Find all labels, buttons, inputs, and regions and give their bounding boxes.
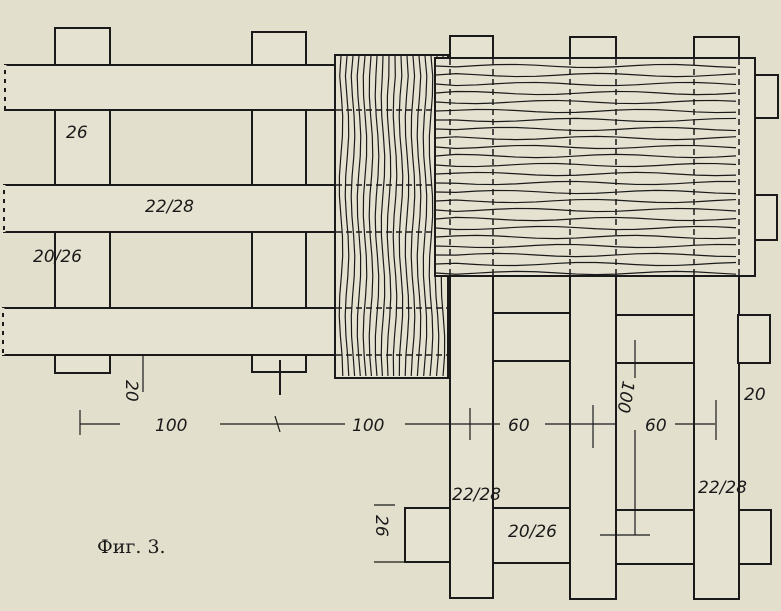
beam (2, 307, 344, 356)
wood-grain-line (435, 225, 737, 231)
left-beams (1, 64, 346, 356)
spacing-label: 100 (352, 416, 384, 436)
wood-grain-line (435, 180, 737, 186)
wood-grain-line (422, 55, 428, 377)
wood-grain-line (435, 216, 737, 222)
horizontal-wood-board (434, 57, 756, 277)
wood-grain-line (435, 189, 737, 195)
beam-section-label-right-2: 22/28 (698, 478, 747, 498)
wood-grain-line (435, 171, 737, 177)
wood-grain-line (350, 55, 356, 377)
beam (3, 184, 345, 233)
wood-grain-line (435, 153, 737, 159)
dimension-lines (79, 340, 717, 563)
wood-grain-line (435, 144, 737, 150)
wood-grain-line (435, 261, 737, 267)
wood-grain-line (410, 55, 416, 377)
right-crossbeams (404, 312, 772, 565)
wood-grain-line (392, 55, 398, 377)
vertical-wood-plank (334, 54, 449, 379)
wood-grain-line (435, 108, 737, 114)
beam (4, 64, 346, 111)
wood-grain-line (374, 55, 380, 377)
post-section-label-right: 20/26 (508, 522, 557, 542)
beam-section-label: 22/28 (145, 197, 194, 217)
beam-section-label-right: 22/28 (452, 485, 501, 505)
wood-grain-line (435, 207, 737, 213)
wood-grain-line (435, 270, 737, 276)
wood-grain-line (435, 198, 737, 204)
post-width-bottom-label: 26 (371, 515, 391, 537)
spacing-label: 60 (508, 416, 530, 436)
figure-caption: Фиг. 3. (97, 536, 166, 558)
wood-grain-line (435, 90, 737, 96)
post-section-label: 20/26 (33, 247, 82, 267)
wood-grain-line (435, 252, 737, 258)
spacing-label: 60 (645, 416, 667, 436)
wood-grain-line (435, 72, 737, 78)
post-end (737, 314, 771, 364)
wood-grain-line (338, 55, 344, 377)
wood-grain-line (435, 81, 737, 87)
wood-grain-line (435, 117, 737, 123)
wood-grain-line (435, 234, 737, 240)
wood-grain-line (404, 55, 410, 377)
post-width-label: 26 (66, 123, 88, 143)
post-end-label: 20 (121, 380, 141, 402)
wood-grain-line (435, 126, 737, 132)
post-end-label-right: 20 (744, 385, 766, 405)
wood-grain-line (435, 135, 737, 141)
wood-grain-line (435, 243, 737, 249)
wood-grain-line (435, 99, 737, 105)
wood-grain-line (435, 162, 737, 168)
spacing-label: 100 (155, 416, 187, 436)
wood-grain-line (362, 55, 368, 377)
wood-grain-line (435, 63, 737, 69)
